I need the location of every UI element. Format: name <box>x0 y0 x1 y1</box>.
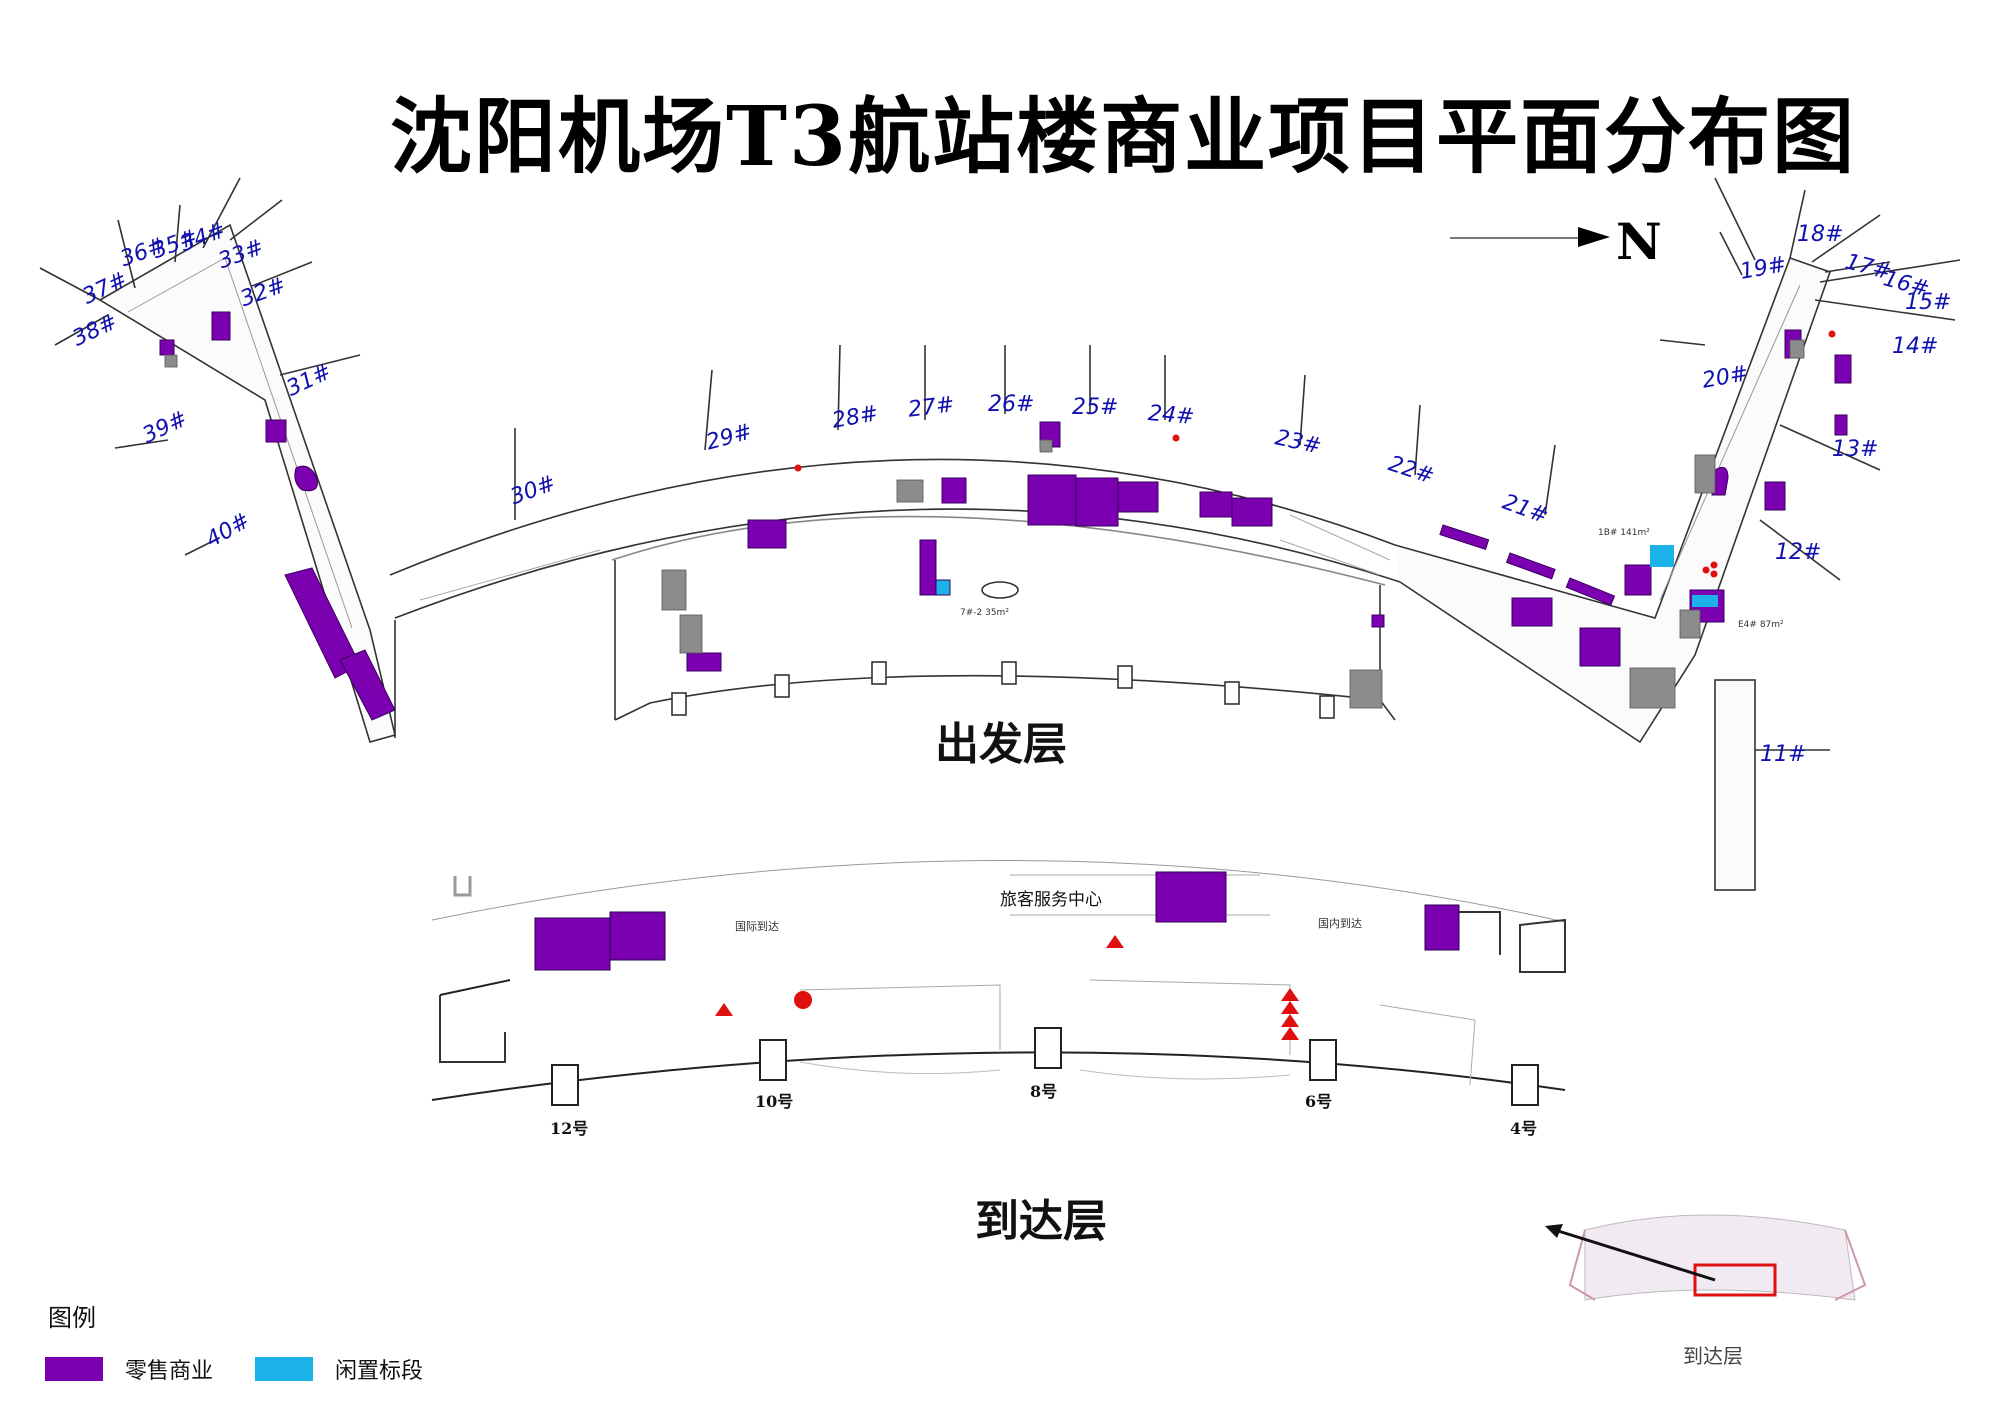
gate-label: 18# <box>1797 222 1844 247</box>
north-arrow: N <box>1450 212 1662 271</box>
departure-floor-label: 出发层 <box>935 719 1067 770</box>
bridge-label: 10号 <box>755 1092 794 1111</box>
arrival-floor-label: 到达层 <box>975 1196 1107 1247</box>
bridge-label: 12号 <box>550 1119 589 1138</box>
north-label: N <box>1616 212 1662 271</box>
area-note: 1B# 141m² <box>1598 528 1650 538</box>
arrival-retail-blocks <box>534 871 1460 971</box>
legend-item-label: 闲置标段 <box>335 1359 424 1384</box>
bridge-label: 8号 <box>1030 1082 1058 1101</box>
departure-retail-blocks <box>159 311 1852 721</box>
departure-idle-blocks <box>1650 545 1718 607</box>
inset-mini-map <box>1545 1214 1867 1301</box>
departure-floor-plan <box>39 177 1961 891</box>
departure-red-markers <box>794 330 1836 578</box>
arrival-floor-plan <box>431 860 1566 1106</box>
area-note: E4# 87m² <box>1738 620 1784 630</box>
legend-item-idle: 闲置标段 <box>255 1353 423 1385</box>
departure-gray-blocks <box>164 339 1805 709</box>
bridge-label: 6号 <box>1305 1092 1333 1111</box>
gate-label: 15# <box>1905 290 1952 315</box>
legend-title: 图例 <box>48 1304 96 1332</box>
bridge-label: 4号 <box>1510 1119 1538 1138</box>
gate-label: 26# <box>988 392 1035 417</box>
gate-label: 12# <box>1775 540 1822 565</box>
gate-label: 13# <box>1832 437 1879 462</box>
inset-caption: 到达层 <box>1683 1344 1743 1368</box>
service-center-label: 旅客服务中心 <box>1000 890 1102 910</box>
legend-item-label: 零售商业 <box>125 1359 214 1384</box>
intl-arrival-label: 国际到达 <box>735 920 779 933</box>
idle-swatch <box>255 1357 313 1381</box>
inset-locator: 到达层 <box>1545 1190 1875 1380</box>
arrival-red-markers <box>715 935 1299 1040</box>
map-title: 沈阳机场T3航站楼商业项目平面分布图 <box>390 89 1857 185</box>
legend-item-retail: 零售商业 <box>45 1353 213 1385</box>
gate-label: 11# <box>1760 742 1807 767</box>
gate-label: 24# <box>1146 401 1196 430</box>
gate-label: 25# <box>1072 395 1119 420</box>
gate-label: 14# <box>1892 334 1939 359</box>
map-legend: 图例 零售商业 闲置标段 <box>45 1298 565 1398</box>
dom-arrival-label: 国内到达 <box>1318 917 1362 930</box>
retail-swatch <box>45 1357 103 1381</box>
area-note: 7#-2 35m² <box>960 608 1009 618</box>
